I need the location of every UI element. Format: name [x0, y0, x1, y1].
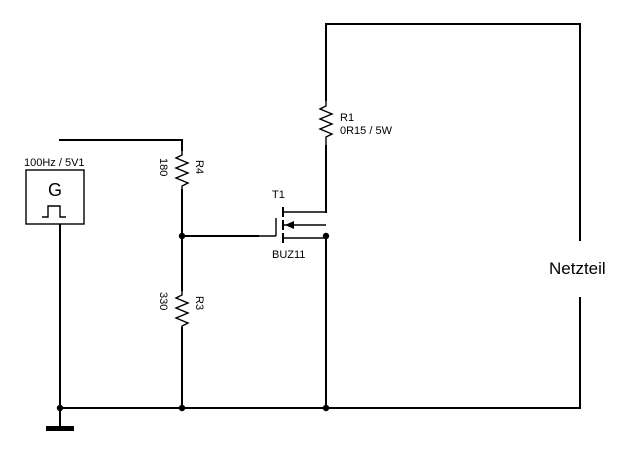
wire-supply-top	[325, 23, 581, 241]
substrate-arrow-icon	[285, 221, 294, 229]
mosfet-t1: T1 BUZ11	[258, 189, 326, 261]
ground-symbol	[46, 407, 74, 431]
resistor-r3-name: R3	[193, 296, 205, 310]
wire-input-top	[59, 139, 183, 151]
generator-box	[25, 169, 85, 225]
generator-label: 100Hz / 5V1	[24, 157, 85, 169]
resistor-r1-name: R1	[340, 112, 354, 124]
resistor-r1-value: 0R15 / 5W	[340, 125, 393, 137]
signal-generator: 100Hz / 5V1 G	[24, 157, 85, 225]
power-supply-label: Netzteil	[549, 259, 606, 278]
resistor-r4-zigzag	[174, 150, 190, 190]
resistor-r3: R3 330	[157, 290, 205, 328]
generator-symbol: G	[48, 180, 62, 200]
resistor-r1: R1 0R15 / 5W	[318, 100, 393, 146]
resistor-r1-zigzag	[318, 100, 334, 146]
mosfet-type: BUZ11	[272, 249, 305, 261]
mosfet-name: T1	[272, 189, 285, 201]
resistor-r4: R4 180	[157, 150, 205, 190]
wires	[59, 23, 581, 409]
square-pulse-icon	[42, 205, 66, 218]
junction-dot	[178, 404, 186, 412]
resistor-r3-zigzag	[174, 290, 190, 328]
junction-dot	[178, 232, 186, 240]
resistor-r3-value: 330	[157, 292, 169, 310]
junction-dot	[322, 404, 330, 412]
mosfet-gate	[258, 218, 277, 237]
resistor-r4-name: R4	[193, 160, 205, 174]
resistor-r4-value: 180	[157, 158, 169, 176]
